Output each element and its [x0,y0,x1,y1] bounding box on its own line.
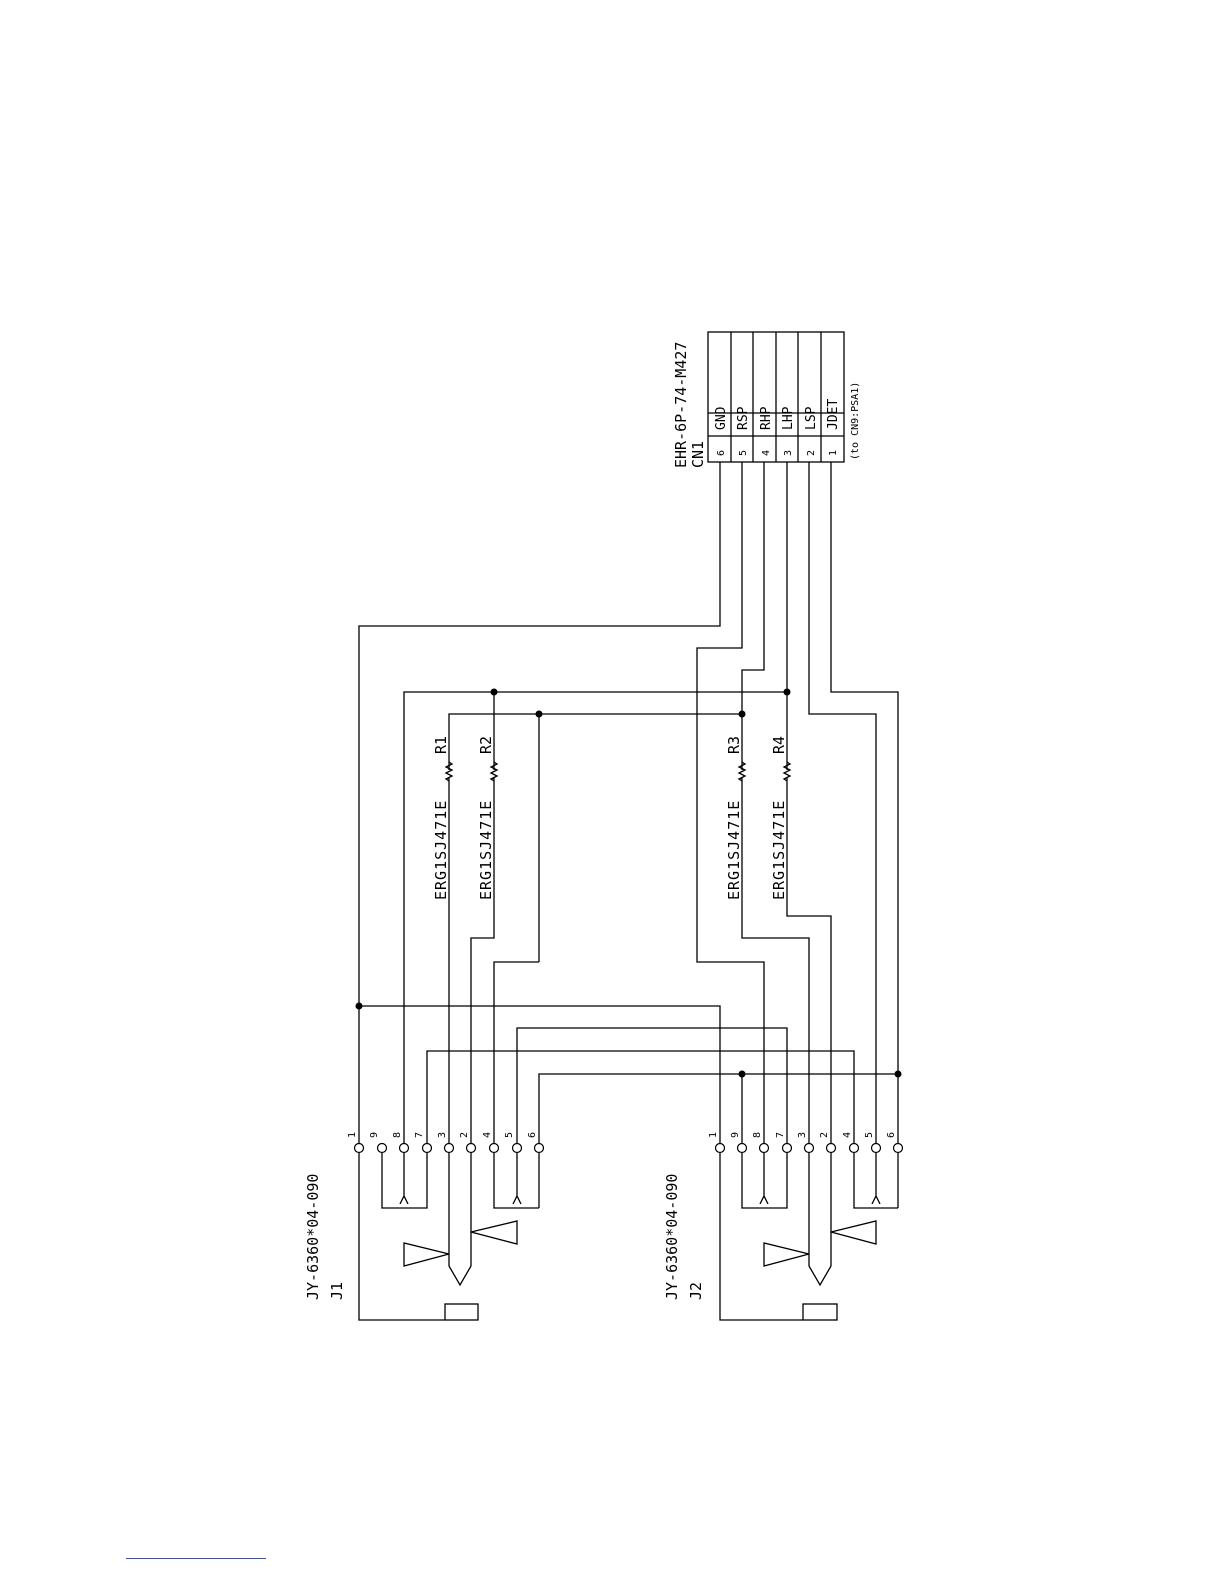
j2-pin-5-number: 5 [864,1132,875,1138]
j1-pin-2 [467,1144,476,1153]
cn1-pin-3-number: 3 [783,450,794,456]
j1-pin-6 [535,1144,544,1153]
j2-pin-3-number: 3 [797,1132,808,1138]
j2-pin-4-number: 4 [842,1132,853,1138]
j1-part-label: JY-6360*04-090 [304,1174,322,1300]
j2-pin-1-number: 1 [708,1132,719,1138]
j2-pin-2-number: 2 [819,1132,830,1138]
j1-pin-4 [490,1144,499,1153]
cn1-signal-lsp: LSP [804,406,819,430]
cn1-ref-label: CN1 [689,441,707,468]
j2-pin-6 [894,1144,903,1153]
j2-pin-4 [850,1144,859,1153]
j1-pin-9-number: 9 [369,1132,380,1138]
j2-pin-1 [716,1144,725,1153]
j1-pin-6-number: 6 [527,1132,538,1138]
r1-part-label: ERG1SJ471E [432,800,450,900]
r4-part-label: ERG1SJ471E [770,800,788,900]
j2-pin-7-number: 7 [775,1132,786,1138]
j1-pin-1-number: 1 [347,1132,358,1138]
cn1-signal-jdet: JDET [826,399,841,430]
cn1-pin-2-number: 2 [806,450,817,456]
r4-ref-label: R4 [770,736,788,754]
cn1-note: (to CN9:PSA1) [850,382,861,460]
connector-cn1: EHR-6P-74-M427 CN1 6 5 4 3 2 1 GND RSP R… [672,332,861,468]
j2-pin-3 [805,1144,814,1153]
cn1-signal-rsp: RSP [736,406,751,430]
cn1-pin-4-number: 4 [761,450,772,456]
j1-pin-4-number: 4 [482,1132,493,1138]
j2-pin-9 [738,1144,747,1153]
r2-ref-label: R2 [477,736,495,754]
cn1-pin-6-number: 6 [716,450,727,456]
j1-pin-2-number: 2 [459,1132,470,1138]
j1-ref-label: J1 [328,1282,346,1300]
j1-pin-5-number: 5 [504,1132,515,1138]
j1-pin-7 [423,1144,432,1153]
cn1-signal-gnd: GND [714,406,729,430]
j2-pin-7 [783,1144,792,1153]
j2-ref-label: J2 [687,1282,705,1300]
j1-pin-9 [378,1144,387,1153]
jack-j2: JY-6360*04-090 J2 1 9 8 7 3 2 4 5 6 [663,1132,903,1320]
footer-divider [126,1558,266,1559]
j1-pin-8 [400,1144,409,1153]
j2-pin-8-number: 8 [752,1132,763,1138]
j1-pin-7-number: 7 [414,1132,425,1138]
cn1-signal-lhp: LHP [781,406,796,430]
j1-pin-5 [513,1144,522,1153]
jack-j1: JY-6360*04-090 J1 1 9 8 7 3 2 4 5 6 [304,1132,544,1320]
j2-part-label: JY-6360*04-090 [663,1174,681,1300]
r1-ref-label: R1 [432,736,450,754]
j2-pin-6-number: 6 [886,1132,897,1138]
j1-pin-8-number: 8 [392,1132,403,1138]
j2-pin-2 [827,1144,836,1153]
r3-part-label: ERG1SJ471E [725,800,743,900]
r3-ref-label: R3 [725,736,743,754]
r2-part-label: ERG1SJ471E [477,800,495,900]
cn1-signal-rhp: RHP [759,406,774,430]
j2-pin-5 [872,1144,881,1153]
cn1-pin-1-number: 1 [828,450,839,456]
j1-pin-3-number: 3 [437,1132,448,1138]
j2-pin-8 [760,1144,769,1153]
j2-pin-9-number: 9 [730,1132,741,1138]
cn1-part-label: EHR-6P-74-M427 [672,342,690,468]
j1-pin-3 [445,1144,454,1153]
cn1-pin-5-number: 5 [738,450,749,456]
j1-pin-1 [355,1144,364,1153]
